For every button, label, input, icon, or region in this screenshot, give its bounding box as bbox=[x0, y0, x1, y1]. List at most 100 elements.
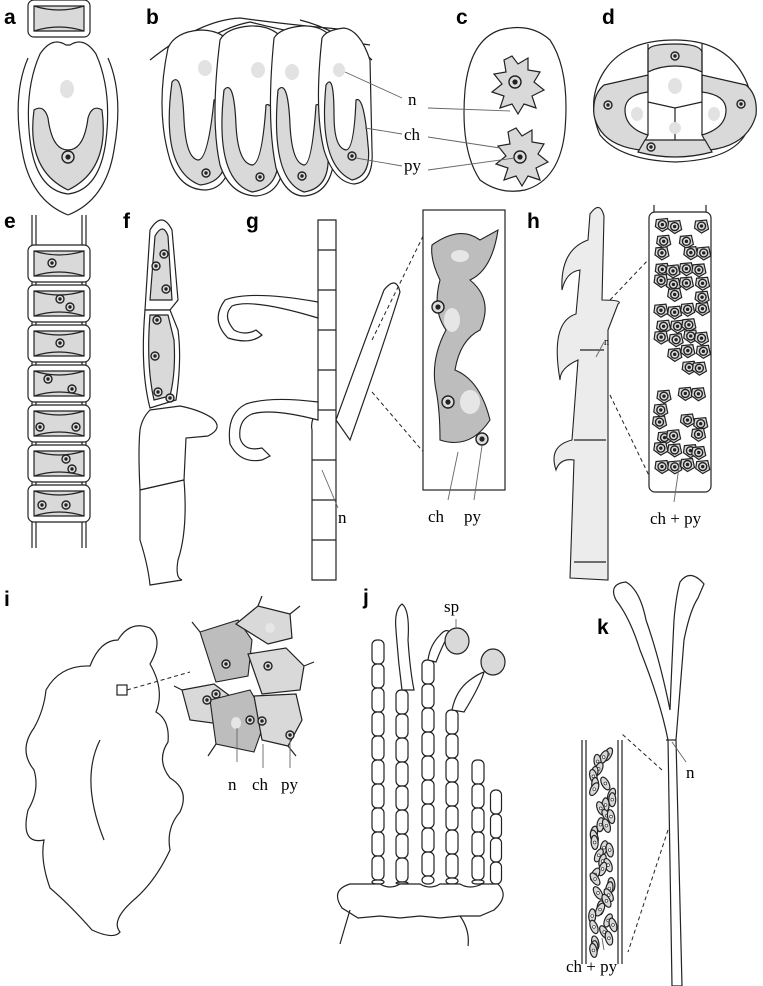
panel-j-filament-cell bbox=[472, 784, 484, 808]
panel-k-pyrenoid bbox=[591, 915, 594, 918]
panel-d-pyrenoid-4 bbox=[647, 143, 655, 151]
panel-i-chloroplast-label: ch bbox=[252, 775, 269, 794]
panel-g-hole-1 bbox=[451, 250, 469, 262]
panel-f-base bbox=[140, 480, 185, 585]
panel-f-pyrenoid-7 bbox=[166, 394, 174, 402]
panel-j-filament-cell bbox=[372, 688, 384, 712]
panel-j-sporangium-2 bbox=[481, 649, 505, 675]
panel-j-filament-cell bbox=[446, 782, 458, 806]
panel-g-chloroplast-label: ch bbox=[428, 507, 445, 526]
panel-g-pyrenoid-label: py bbox=[464, 507, 482, 526]
panel-j-filament-cell bbox=[446, 854, 458, 878]
panel-k-leader-ch-py bbox=[602, 938, 604, 950]
panel-j-filament-cell bbox=[446, 710, 458, 734]
panel-h-pyrenoid bbox=[660, 392, 668, 400]
panel-h-pyrenoid bbox=[657, 333, 665, 341]
panel-j-filament-cell bbox=[372, 736, 384, 760]
panel-k-pyrenoid bbox=[605, 899, 608, 902]
panel-k-pyrenoid bbox=[608, 849, 611, 852]
panel-j-filament-cell bbox=[422, 732, 434, 756]
panel-h-pyrenoid bbox=[698, 222, 706, 230]
panel-j-filament-cell bbox=[446, 878, 458, 884]
panel-h-pyrenoid bbox=[698, 305, 706, 313]
panel-c-pyrenoid-bottom bbox=[514, 151, 526, 163]
panel-k-pyrenoid bbox=[602, 756, 605, 759]
panel-j-filament-cell bbox=[472, 832, 484, 856]
panel-k-pyrenoid bbox=[597, 854, 600, 857]
panel-h-pyrenoid bbox=[684, 347, 692, 355]
panel-h-pyrenoid bbox=[658, 265, 666, 273]
panel-g-branch-right bbox=[336, 283, 400, 440]
panel-j-filament-cell bbox=[396, 858, 408, 882]
panel-h-pyrenoid bbox=[658, 221, 666, 229]
panel-g-main-axis bbox=[312, 220, 336, 580]
panel-j-filament-cell bbox=[422, 780, 434, 804]
panel-k-pyrenoid bbox=[599, 823, 602, 826]
panel-k-pyrenoid bbox=[604, 782, 607, 785]
panel-i-thallus bbox=[26, 626, 183, 936]
panel-h-pyrenoid bbox=[674, 322, 682, 330]
panel-h-pyrenoid bbox=[658, 463, 666, 471]
panel-h-pyrenoid bbox=[671, 446, 679, 454]
panel-j-filament-cell bbox=[422, 828, 434, 852]
panel-j-filaments bbox=[372, 604, 502, 884]
panel-j-filament-cell bbox=[372, 832, 384, 856]
panel-h-pyrenoid bbox=[695, 266, 703, 274]
panel-h-pyrenoid bbox=[671, 290, 679, 298]
panel-j-filament-cell bbox=[491, 838, 502, 862]
panel-j-filament-cell bbox=[472, 760, 484, 784]
panel-d-pyrenoid-2 bbox=[604, 101, 612, 109]
panel-h-pyrenoid bbox=[671, 308, 679, 316]
panel-h-chloroplast-pyrenoid-label: ch + py bbox=[650, 509, 702, 528]
panel-h-pyrenoid bbox=[669, 280, 677, 288]
panel-i-label: i bbox=[4, 588, 10, 611]
panel-j-filament-cell bbox=[372, 760, 384, 784]
panel-f-pyrenoid-1 bbox=[160, 250, 168, 258]
panel-j-branch bbox=[396, 604, 484, 712]
panel-j-filament-cell bbox=[396, 834, 408, 858]
panel-i-selection-box bbox=[117, 685, 127, 695]
panel-k-pyrenoid bbox=[605, 824, 608, 827]
panel-h-pyrenoid bbox=[695, 364, 703, 372]
panel-h-pyrenoid bbox=[672, 336, 680, 344]
panel-d-nucleus-3 bbox=[708, 107, 720, 121]
panel-j-filament-cell bbox=[422, 684, 434, 708]
panel-k-chloroplast-cluster bbox=[588, 746, 619, 957]
panel-h-pyrenoid bbox=[656, 418, 664, 426]
panel-i-pyrenoid-label: py bbox=[281, 775, 299, 794]
panel-h-pyrenoid bbox=[682, 265, 690, 273]
panel-g-branch-upper-left bbox=[218, 295, 318, 340]
panel-d-nucleus-1 bbox=[668, 78, 682, 94]
panel-j-filament-cell bbox=[422, 756, 434, 780]
panel-j-filament-cell bbox=[422, 876, 434, 884]
panel-j-label: j bbox=[362, 586, 369, 609]
panel-f-pyrenoid-4 bbox=[153, 316, 161, 324]
panel-e-cell-1 bbox=[28, 245, 90, 282]
panel-i: i n ch py bbox=[4, 588, 314, 936]
panel-d-label: d bbox=[602, 6, 615, 29]
panel-h-pyrenoid bbox=[657, 276, 665, 284]
panel-k-pyrenoid bbox=[601, 868, 604, 871]
panel-f-pyrenoid-5 bbox=[151, 352, 159, 360]
panel-h-pyrenoid bbox=[685, 321, 693, 329]
panel-h-pyrenoid bbox=[700, 249, 708, 257]
panel-j-filament-cell bbox=[396, 786, 408, 810]
panel-d-nucleus-2 bbox=[631, 107, 643, 121]
panel-k-leader-n bbox=[672, 742, 686, 762]
panel-h-pyrenoid bbox=[683, 416, 691, 424]
panel-f-pyrenoid-3 bbox=[152, 262, 160, 270]
panel-j-sporangium-1 bbox=[445, 628, 469, 654]
panel-h-label: h bbox=[527, 210, 540, 233]
panel-h-pyrenoid bbox=[694, 390, 702, 398]
panel-k-label: k bbox=[597, 616, 609, 639]
panel-k-pyrenoid bbox=[608, 937, 611, 940]
panel-j-filament-cell bbox=[396, 762, 408, 786]
panel-j-filament-cell bbox=[372, 712, 384, 736]
panel-j: j sp bbox=[338, 586, 506, 946]
panel-j-filament-cell bbox=[372, 856, 384, 880]
panel-j-filament-cell bbox=[396, 714, 408, 738]
panel-j-filament-cell bbox=[446, 758, 458, 782]
panel-j-filament-cell bbox=[372, 664, 384, 688]
panel-k: k n ch + py bbox=[566, 575, 704, 986]
panel-e-cell-5 bbox=[28, 405, 90, 442]
